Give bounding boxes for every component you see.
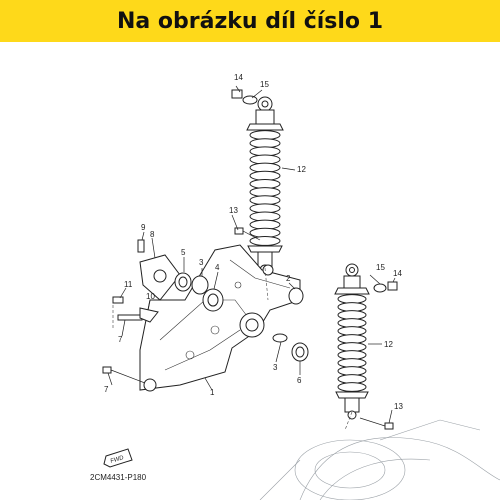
spring-coil (337, 310, 367, 320)
label-9: 9 (141, 223, 146, 232)
spring-coil (249, 235, 281, 246)
spring-coil (249, 195, 281, 206)
spring-coil (337, 318, 367, 328)
spring-coil (337, 326, 367, 336)
banner-title: Na obrázku díl číslo 1 (116, 8, 384, 34)
label-14-top: 14 (234, 73, 243, 82)
leader-lines (107, 85, 396, 424)
label-1: 1 (210, 388, 215, 397)
label-8: 8 (150, 230, 155, 239)
part-labels: 14 15 12 13 9 8 5 3 4 2 11 10 7 7 1 3 6 … (104, 73, 403, 411)
label-11: 11 (124, 280, 133, 289)
spring-coil (249, 227, 281, 238)
label-15-top: 15 (260, 80, 269, 89)
label-15-lower: 15 (376, 263, 385, 272)
label-2: 2 (286, 274, 291, 283)
diagram-code: 2CM4431-P180 (90, 473, 147, 482)
spring-coil (337, 366, 367, 376)
label-3-upper: 3 (199, 258, 204, 267)
spring-coil (337, 342, 367, 352)
label-3-lower: 3 (273, 363, 278, 372)
spring-coil (337, 294, 367, 304)
spring-coil (249, 203, 281, 214)
spring-coil (249, 138, 281, 149)
spring-coil (337, 382, 367, 392)
label-14-lower: 14 (393, 269, 402, 278)
spring-coil (249, 130, 281, 141)
label-10: 10 (146, 292, 155, 301)
label-12-upper: 12 (297, 165, 306, 174)
spring-coil (337, 302, 367, 312)
label-5: 5 (181, 248, 186, 257)
spring-coil (249, 162, 281, 173)
swing-arm (139, 244, 301, 392)
fwd-label: FWD (110, 455, 125, 465)
spring-coil (337, 350, 367, 360)
spring-coil (249, 187, 281, 198)
spring-coil (249, 154, 281, 165)
label-12-lower: 12 (384, 340, 393, 349)
label-7-upper: 7 (118, 335, 123, 344)
shock-absorber-upper (246, 96, 284, 276)
label-13-upper: 13 (229, 206, 238, 215)
spring-coil (249, 219, 281, 230)
title-banner: Na obrázku díl číslo 1 (0, 0, 500, 42)
label-13-lower: 13 (394, 402, 403, 411)
spring-coil (337, 334, 367, 344)
frame-outline (259, 419, 500, 500)
fwd-arrow-icon: FWD (103, 448, 133, 468)
label-7-lower: 7 (104, 385, 109, 394)
small-parts (102, 89, 398, 430)
shock-absorber-lower (334, 263, 370, 420)
label-6: 6 (297, 376, 302, 385)
spring-coil (249, 170, 281, 181)
spring-coil (249, 146, 281, 157)
spring-coil (337, 374, 367, 384)
spring-coil (249, 211, 281, 222)
spring-coil (249, 178, 281, 189)
dashed-guides (112, 267, 353, 431)
label-4: 4 (215, 263, 220, 272)
spring-coil (337, 358, 367, 368)
